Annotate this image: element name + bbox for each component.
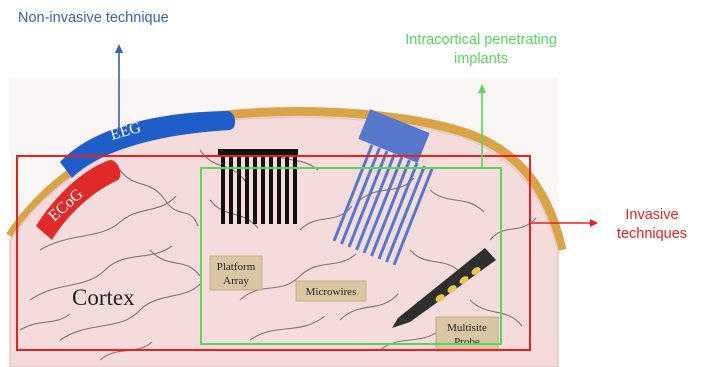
intracortical-label: Intracortical penetrating implants [372, 31, 590, 69]
platform-label-line1: Platform [217, 261, 256, 273]
platform-needle [229, 156, 233, 224]
platform-array-label: Platform Array [210, 256, 262, 290]
invasive-arrow-head [590, 219, 598, 227]
platform-needle [285, 156, 289, 224]
invasive-label: Invasive techniques [602, 206, 702, 244]
platform-needle [261, 156, 265, 224]
microwires-label-text: Microwires [306, 286, 357, 298]
multisite-probe-label: Multisite Probe [436, 317, 498, 351]
multisite-label-line1: Multisite [447, 322, 487, 334]
invasive-text-line1: Invasive [602, 206, 702, 225]
platform-needle [245, 156, 249, 224]
multisite-label-line2: Probe [454, 336, 480, 348]
invasive-text-line2: techniques [602, 225, 702, 244]
platform-label-line2: Array [223, 275, 249, 287]
platform-needle [237, 156, 241, 224]
intracortical-text-line2: implants [372, 50, 590, 69]
cortex-label: Cortex [72, 285, 135, 310]
noninvasive-arrow-head [115, 44, 123, 53]
intracortical-text-line1: Intracortical penetrating [372, 31, 590, 50]
non-invasive-label: Non-invasive technique [18, 9, 218, 28]
microwires-label: Microwires [296, 281, 366, 301]
platform-needle [277, 156, 281, 224]
platform-needle [269, 156, 273, 224]
non-invasive-text: Non-invasive technique [18, 9, 218, 28]
platform-needle [221, 156, 225, 224]
platform-needle [253, 156, 257, 224]
platform-needle [293, 156, 297, 224]
